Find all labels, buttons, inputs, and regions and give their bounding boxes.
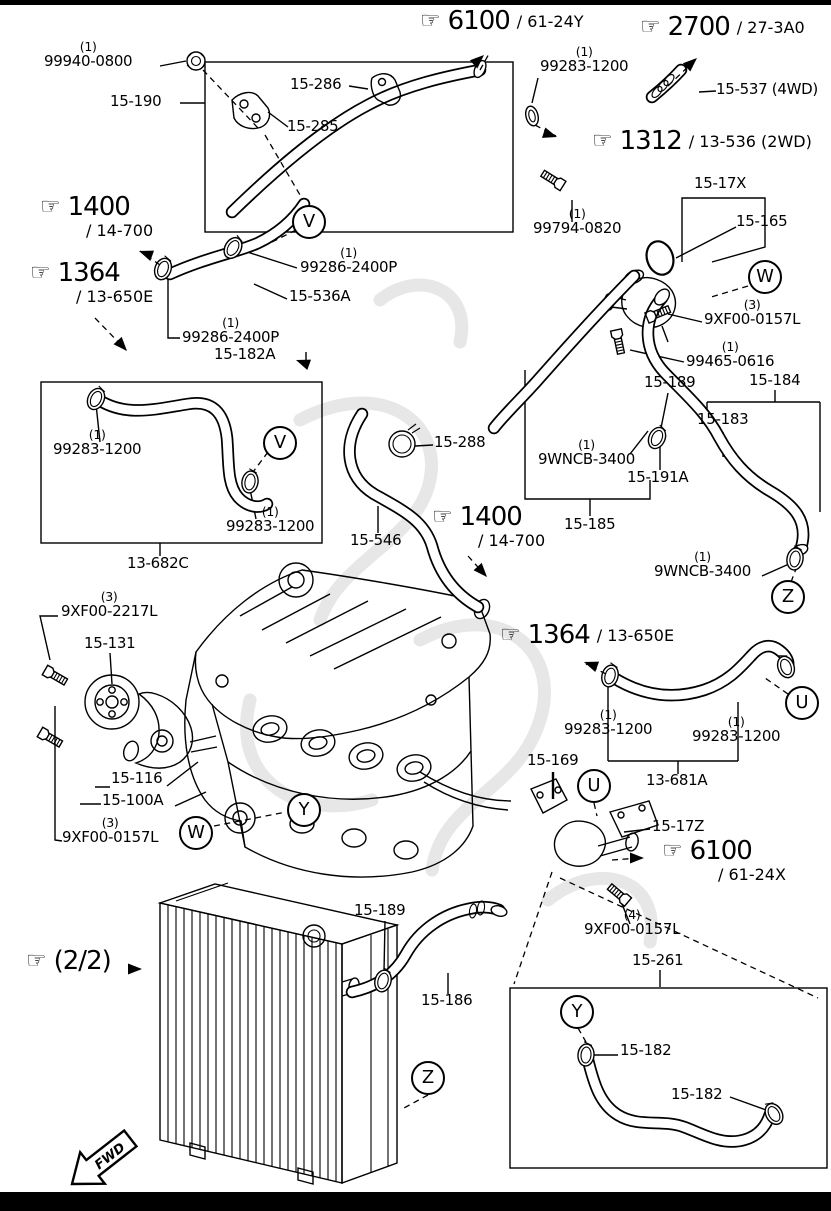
part-label: 15-165 — [736, 212, 788, 230]
part-label: 15-100A — [102, 791, 164, 809]
view-marker-v: V — [292, 205, 326, 239]
view-marker-v: V — [263, 426, 297, 460]
section-callout-1364-13-650E-b[interactable]: 1364/ 13-650E — [500, 622, 674, 648]
part-label: (1)99286-2400P — [182, 315, 280, 346]
part-label: (1)99794-0820 — [533, 206, 622, 237]
part-label: (1)99283-1200 — [226, 504, 315, 535]
section-callout-1312-13-536[interactable]: 1312/ 13-536 (2WD) — [592, 128, 812, 154]
part-label: (1)99283-1200 — [564, 707, 653, 738]
part-label: (1)99465-0616 — [686, 339, 775, 370]
part-label: 15-286 — [290, 75, 342, 93]
section-callout-1400-14-700-b[interactable]: 1400 / 14-700 — [432, 504, 546, 550]
view-marker-y: Y — [287, 793, 321, 827]
leader-lines — [39, 60, 821, 1111]
part-label: 15-116 — [111, 769, 163, 787]
part-label: 13-682C — [127, 554, 189, 572]
part-label: 15-536A — [289, 287, 351, 305]
pointing-hand-icon — [592, 130, 613, 152]
part-label: 15-183 — [697, 410, 749, 428]
hose-clamps — [83, 232, 806, 1129]
part-label: 13-681A — [646, 771, 708, 789]
bottom-bar — [0, 1192, 831, 1211]
water-outlet-drawing — [530, 778, 659, 867]
part-label: 15-191A — [627, 468, 689, 486]
view-marker-w: W — [748, 260, 782, 294]
water-pump-drawing — [84, 674, 218, 769]
dashed-reference-lines — [94, 51, 819, 1109]
pointing-hand-icon — [432, 506, 453, 528]
part-label: (3)9XF00-0157L — [704, 297, 801, 328]
view-marker-z: Z — [411, 1061, 445, 1095]
part-label: 15-189 — [354, 901, 406, 919]
section-callout-6100-61-24X[interactable]: 6100 / 61-24X — [662, 838, 786, 884]
part-label: 15-169 — [527, 751, 579, 769]
section-callout-2700-27-3A0[interactable]: 2700/ 27-3A0 — [640, 14, 805, 40]
section-callout-6100-61-24Y[interactable]: 6100/ 61-24Y — [420, 8, 584, 34]
section-callout-1400-14-700[interactable]: 1400 / 14-700 — [40, 194, 154, 240]
part-label: 15-186 — [421, 991, 473, 1009]
pointing-hand-icon — [30, 262, 51, 284]
view-marker-u: U — [785, 686, 819, 720]
detail-boxes — [40, 61, 828, 1169]
view-marker-z: Z — [771, 580, 805, 614]
radiator-drawing — [157, 882, 400, 1185]
hose-drawings — [89, 63, 810, 1148]
pointing-hand-icon — [640, 16, 661, 38]
part-label: 15-288 — [434, 433, 486, 451]
part-label: 15-261 — [632, 951, 684, 969]
bracket-parts-drawing — [231, 73, 402, 130]
part-label: 15-190 — [110, 92, 162, 110]
part-label: 15-184 — [749, 371, 801, 389]
pointing-hand-icon — [662, 840, 683, 862]
view-marker-u: U — [577, 769, 611, 803]
pointing-hand-icon — [500, 624, 521, 646]
part-label: 15-185 — [564, 515, 616, 533]
view-marker-y: Y — [560, 995, 594, 1029]
part-label: 15-546 — [350, 531, 402, 549]
part-label: (4)9XF00-0157L — [584, 907, 681, 938]
part-label: (1)99283-1200 — [692, 714, 781, 745]
fwd-arrow: FWD — [70, 1128, 139, 1186]
part-label: 15-285 — [287, 117, 339, 135]
top-bar — [0, 0, 831, 5]
part-label: (1)99283-1200 — [53, 427, 142, 458]
watermark — [240, 278, 658, 949]
part-label: 15-182 — [620, 1041, 672, 1059]
part-label: (3)9XF00-2217L — [61, 589, 158, 620]
section-callout-1364-13-650E[interactable]: 1364 / 13-650E — [30, 260, 154, 306]
part-label: 15-182A — [214, 345, 276, 363]
fasteners — [36, 51, 673, 907]
part-label: (1)9WNCB-3400 — [538, 437, 635, 468]
part-label: (3)9XF00-0157L — [62, 815, 159, 846]
pointing-hand-icon — [420, 10, 441, 32]
part-label: (1)99940-0800 — [44, 39, 133, 70]
part-label: 15-537 (4WD) — [716, 80, 818, 98]
section-callout-2-2[interactable]: (2/2) — [26, 948, 112, 974]
part-label: 15-17X — [694, 174, 747, 192]
engine-drawing — [184, 562, 512, 878]
part-label: (1)99286-2400P — [300, 245, 398, 276]
view-marker-w: W — [179, 816, 213, 850]
part-label: 15-17Z — [652, 817, 705, 835]
part-label: 15-182 — [671, 1085, 723, 1103]
part-label: (1)9WNCB-3400 — [654, 549, 751, 580]
pointing-hand-icon — [26, 950, 47, 972]
part-label: (1)99283-1200 — [540, 44, 629, 75]
part-label: 15-131 — [84, 634, 136, 652]
part-label: 15-189 — [644, 373, 696, 391]
pointing-hand-icon — [40, 196, 61, 218]
